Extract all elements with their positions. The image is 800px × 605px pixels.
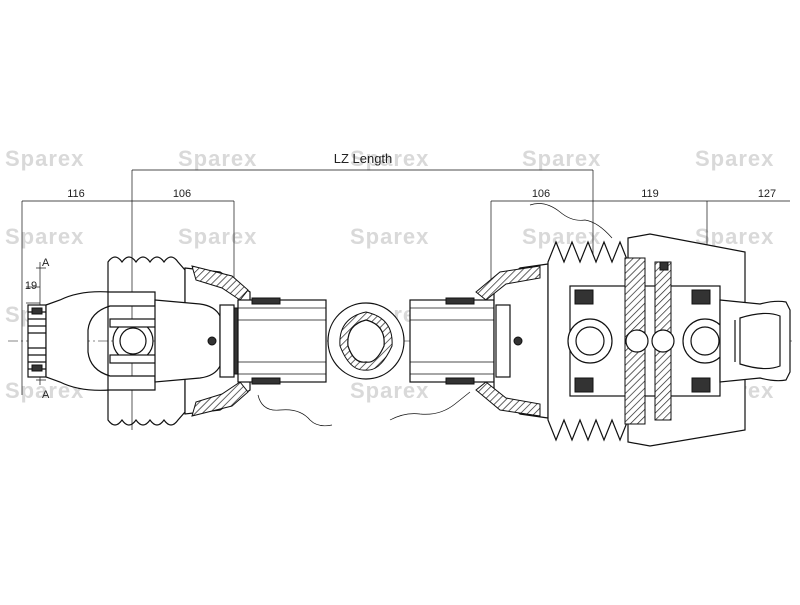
left-guard	[107, 256, 333, 427]
dim-left-inner: 106	[173, 188, 191, 200]
spline-teeth	[28, 311, 46, 370]
dim-side-height: 19	[25, 280, 37, 292]
watermark-text: Sparex	[350, 146, 429, 171]
watermark-text: Sparex	[178, 224, 257, 249]
watermark-text: Sparex	[5, 224, 84, 249]
dim-left-outer: 116	[67, 188, 85, 200]
dim-right-outer: 127	[758, 188, 776, 200]
watermark-text: Sparex	[695, 146, 774, 171]
dim-right-inner: 106	[532, 188, 550, 200]
watermark-text: Sparex	[5, 146, 84, 171]
section-mark-top: A	[42, 257, 50, 269]
section-mark-bottom: A	[42, 389, 50, 401]
dim-right-mid: 119	[641, 188, 659, 200]
tube-section-view	[327, 302, 405, 380]
watermark-text: Sparex	[522, 146, 601, 171]
lz-length-label: LZ Length	[334, 151, 393, 166]
left-yoke-assembly	[27, 291, 157, 391]
watermark-text: Sparex	[178, 146, 257, 171]
right-cv-joint	[567, 233, 791, 447]
watermark-text: Sparex	[350, 224, 429, 249]
left-tube	[237, 297, 327, 385]
right-tube	[389, 297, 495, 421]
right-cone-guard	[475, 203, 613, 419]
